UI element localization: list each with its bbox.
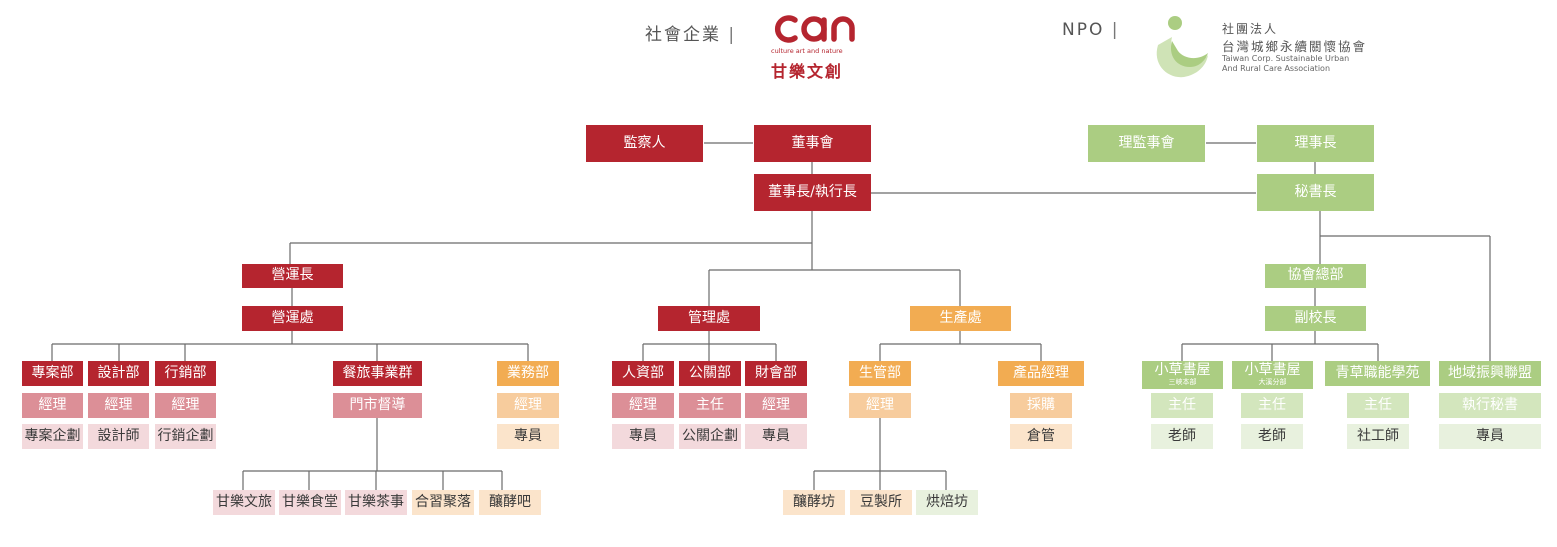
node-house-1-director: 主任 (1151, 393, 1213, 418)
node-house-2-teacher: 老師 (1241, 424, 1303, 449)
node-venue-5: 釀酵吧 (479, 490, 541, 515)
node-warehouse: 倉管 (1010, 424, 1072, 449)
node-hr-dept: 人資部 (612, 361, 674, 386)
node-board: 董事會 (754, 125, 871, 162)
node-production-office: 生產處 (910, 306, 1011, 331)
node-sales-manager: 經理 (497, 393, 559, 418)
node-supervisor: 監察人 (586, 125, 703, 162)
node-marketing-manager: 經理 (155, 393, 216, 418)
can-logo-icon (774, 15, 855, 43)
can-tagline: culture art and nature (771, 47, 843, 55)
node-workshop-3: 烘焙坊 (916, 490, 978, 515)
node-house-1-teacher: 老師 (1151, 424, 1213, 449)
node-social-worker: 社工師 (1347, 424, 1409, 449)
npo-text: NPO (1062, 20, 1105, 40)
node-council: 理監事會 (1088, 125, 1205, 162)
node-operations-office: 營運處 (242, 306, 343, 331)
can-brand-name: 甘樂文創 (771, 62, 844, 81)
node-house-2-title: 小草書屋 (1244, 361, 1301, 378)
node-academy-director: 主任 (1347, 393, 1409, 418)
node-secretary-general: 秘書長 (1257, 174, 1374, 211)
node-vice-principal: 副校長 (1265, 306, 1366, 331)
node-project-dept: 專案部 (22, 361, 83, 386)
node-pr-director: 主任 (679, 393, 741, 418)
node-pr-dept: 公關部 (679, 361, 741, 386)
npo-english-name-1: Taiwan Corp. Sustainable Urban (1222, 54, 1350, 63)
node-alliance: 地域振興聯盟 (1439, 361, 1541, 386)
node-coo: 營運長 (242, 264, 343, 288)
node-house-2-director: 主任 (1241, 393, 1303, 418)
npo-type: 社團法人 (1222, 22, 1279, 36)
node-association-hq: 協會總部 (1265, 264, 1366, 288)
node-house-2: 小草書屋 大溪分部 (1232, 361, 1313, 389)
node-venue-3: 甘樂茶事 (345, 490, 407, 515)
node-venue-1: 甘樂文旅 (213, 490, 275, 515)
node-design-dept: 設計部 (88, 361, 149, 386)
npo-name: 台灣城鄉永續關懷協會 (1222, 39, 1368, 54)
node-house-2-subtitle: 大溪分部 (1258, 378, 1287, 387)
node-production-mgmt-dept: 生管部 (849, 361, 911, 386)
node-marketing-planner: 行銷企劃 (155, 424, 216, 449)
node-venue-2: 甘樂食堂 (279, 490, 341, 515)
node-finance-specialist: 專員 (745, 424, 807, 449)
node-procurement: 採購 (1010, 393, 1072, 418)
node-design-manager: 經理 (88, 393, 149, 418)
social-enterprise-text: 社會企業 (645, 25, 721, 45)
node-project-planner: 專案企劃 (22, 424, 83, 449)
node-pr-planner: 公關企劃 (679, 424, 741, 449)
node-venue-4: 合習聚落 (412, 490, 474, 515)
node-hr-specialist: 專員 (612, 424, 674, 449)
association-logo-icon (1156, 16, 1208, 78)
node-house-1: 小草書屋 三峽本部 (1142, 361, 1223, 389)
social-enterprise-label: 社會企業 | (645, 20, 736, 45)
node-fnb-group: 餐旅事業群 (333, 361, 422, 386)
node-product-manager: 產品經理 (998, 361, 1084, 386)
npo-label: NPO | (1062, 20, 1120, 40)
node-hr-manager: 經理 (612, 393, 674, 418)
node-sales-dept: 業務部 (497, 361, 559, 386)
node-store-supervisor: 門市督導 (333, 393, 422, 418)
node-workshop-1: 釀酵坊 (783, 490, 845, 515)
node-executive-secretary: 執行秘書 (1439, 393, 1541, 418)
node-president: 理事長 (1257, 125, 1374, 162)
node-finance-manager: 經理 (745, 393, 807, 418)
node-marketing-dept: 行銷部 (155, 361, 216, 386)
node-alliance-specialist: 專員 (1439, 424, 1541, 449)
node-sales-specialist: 專員 (497, 424, 559, 449)
node-management-office: 管理處 (658, 306, 760, 331)
npo-english-name-2: And Rural Care Association (1222, 64, 1331, 73)
node-workshop-2: 豆製所 (850, 490, 912, 515)
node-production-mgmt-manager: 經理 (849, 393, 911, 418)
node-designer: 設計師 (88, 424, 149, 449)
header-divider: | (728, 25, 737, 45)
npo-divider: | (1111, 20, 1120, 40)
node-house-1-subtitle: 三峽本部 (1168, 378, 1197, 387)
node-project-manager: 經理 (22, 393, 83, 418)
node-finance-dept: 財會部 (745, 361, 807, 386)
node-house-1-title: 小草書屋 (1154, 361, 1211, 378)
node-chairman-ceo: 董事長/執行長 (754, 174, 871, 211)
node-youth-academy: 青草職能學苑 (1325, 361, 1430, 386)
